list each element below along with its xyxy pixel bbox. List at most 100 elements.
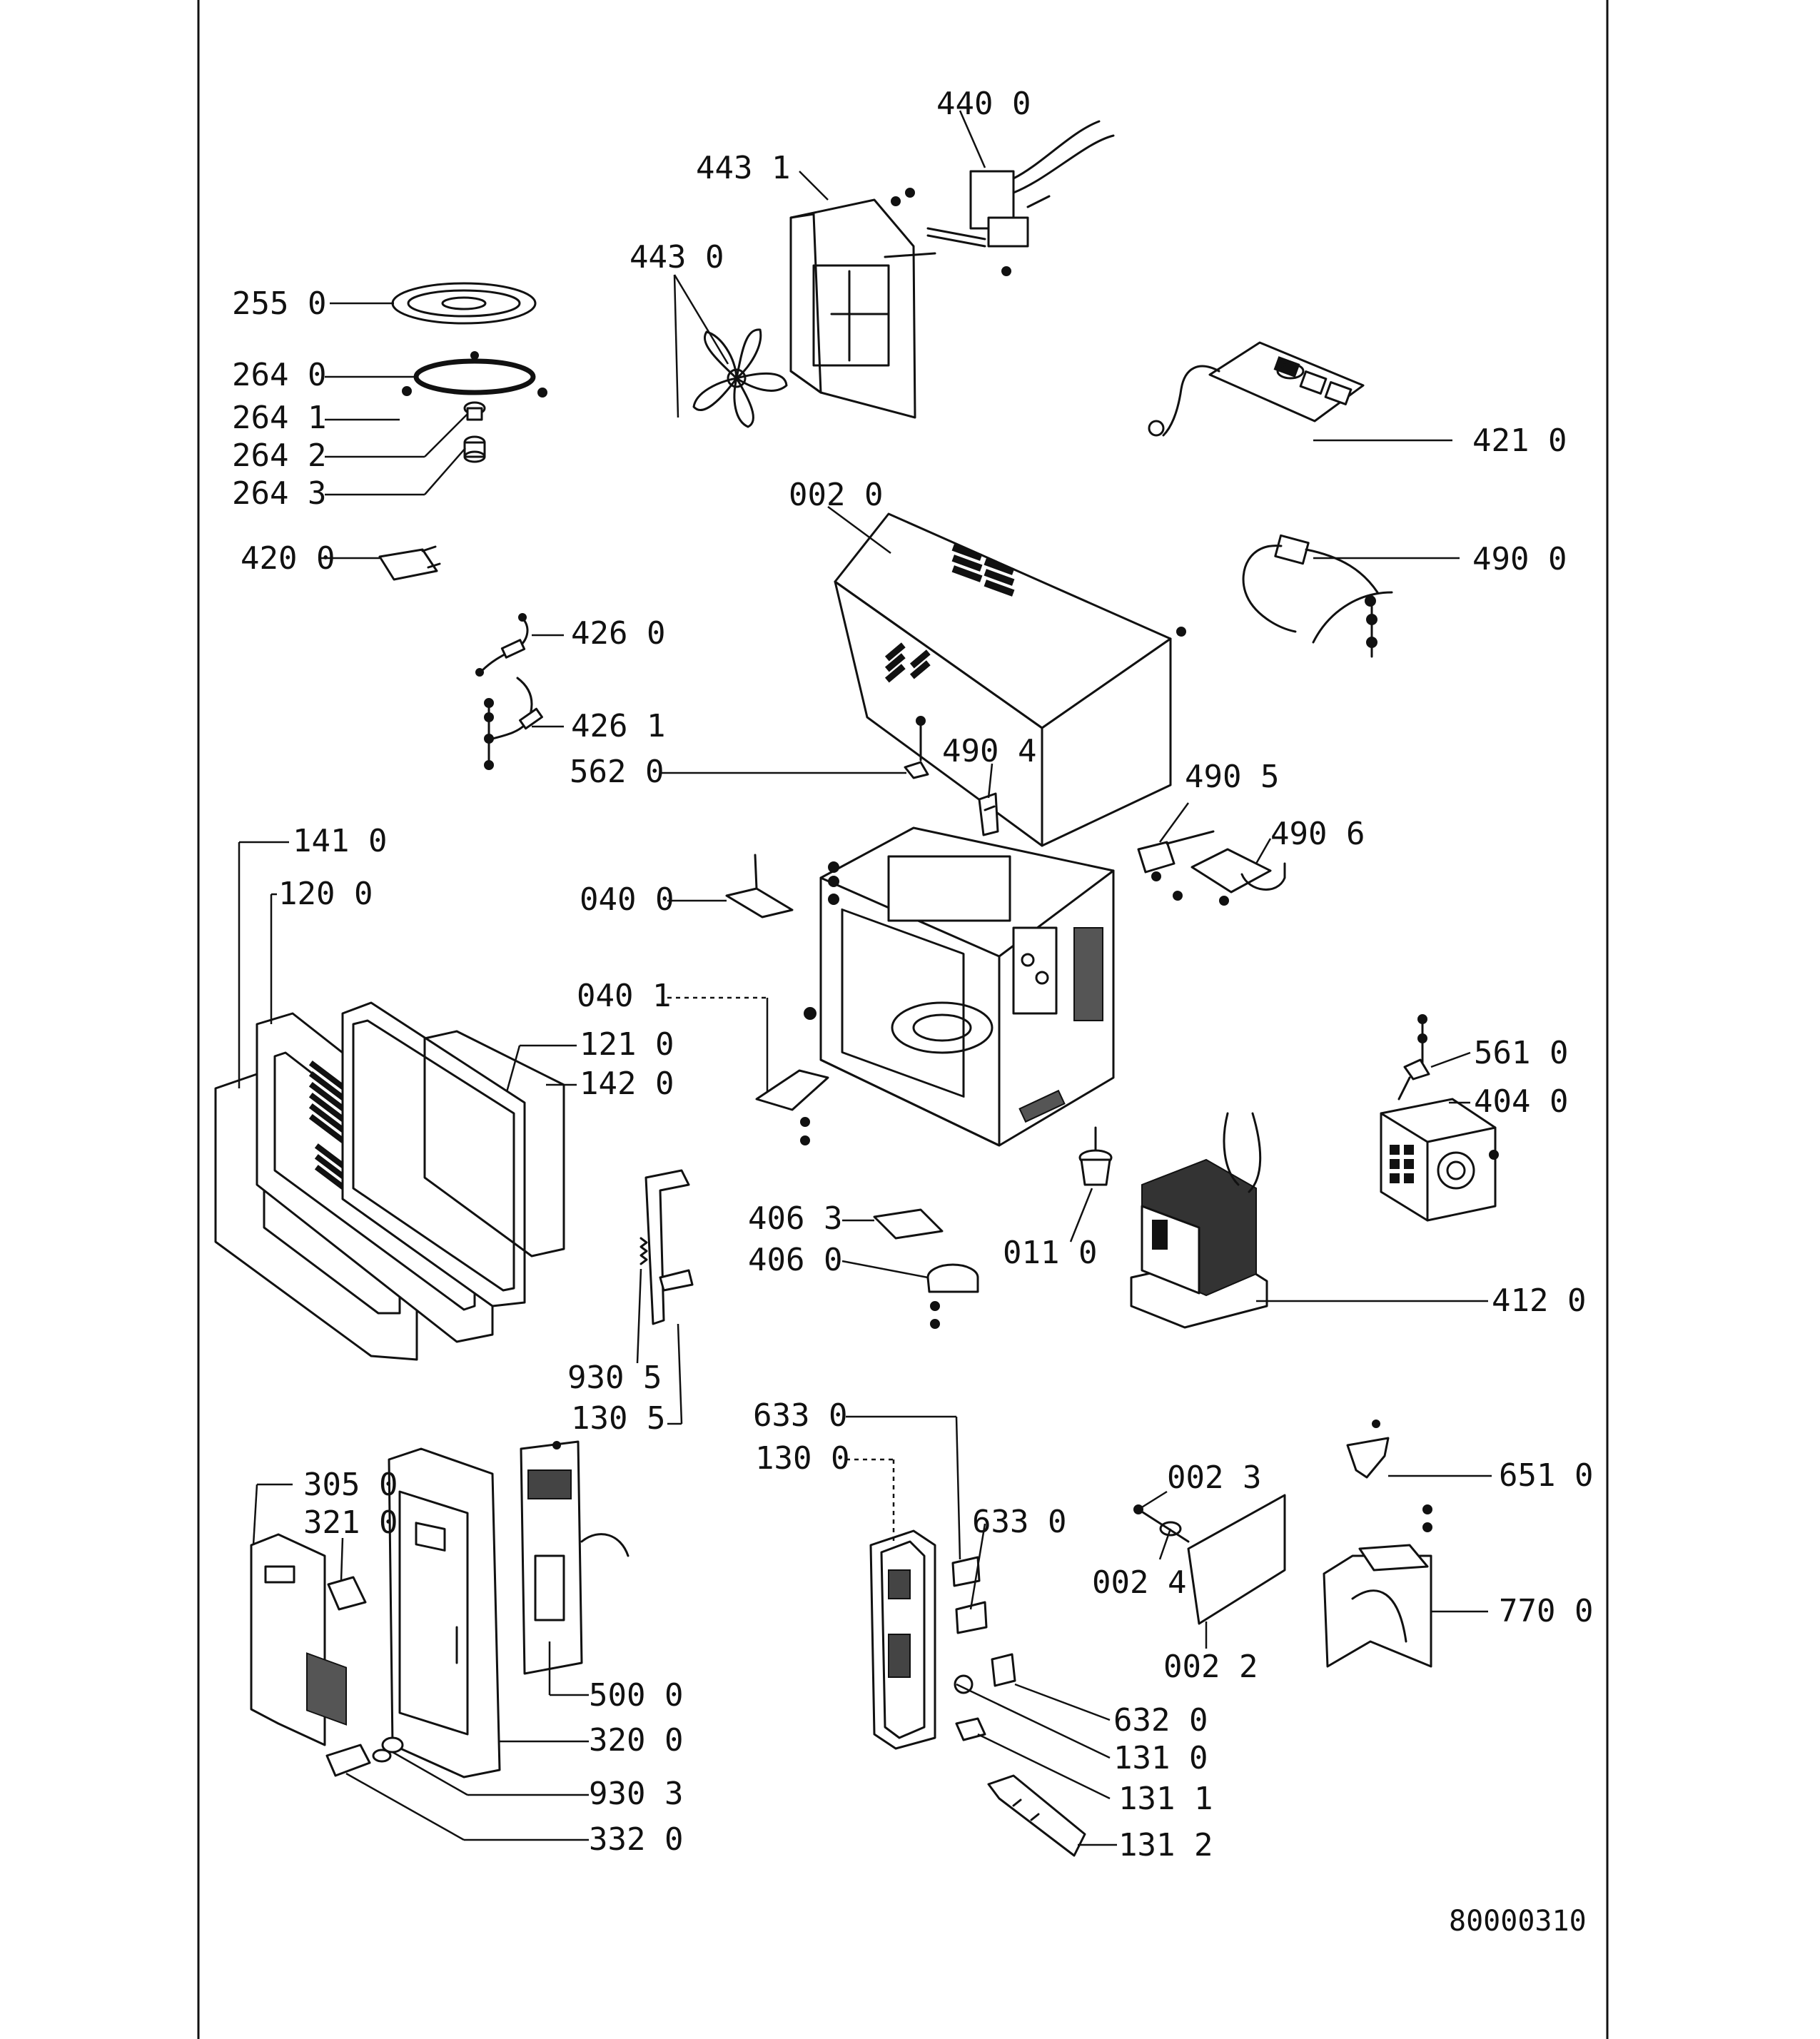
part-label-440-0: 440 0	[936, 86, 1031, 122]
fuse-harness-drawing	[484, 677, 543, 770]
cavity-bracket-040-1-drawing	[755, 1069, 829, 1145]
screw-bracket-562-drawing	[904, 716, 929, 779]
part-label-930-5: 930 5	[567, 1360, 662, 1396]
part-label-131-2: 131 2	[1118, 1827, 1213, 1863]
control-board-drawing	[520, 1440, 630, 1675]
part-label-490-6: 490 6	[1270, 816, 1365, 852]
part-label-264-3: 264 3	[232, 475, 326, 512]
part-label-002-0: 002 0	[789, 477, 883, 513]
fan-blade-drawing	[692, 328, 788, 428]
part-label-040-1: 040 1	[577, 978, 671, 1014]
part-label-142-0: 142 0	[580, 1066, 674, 1102]
part-label-002-3: 002 3	[1167, 1459, 1261, 1496]
part-label-633-0-lower: 633 0	[972, 1504, 1066, 1540]
fan-motor-drawing	[891, 120, 1115, 276]
door-window-drawing	[423, 1030, 565, 1258]
part-label-426-0: 426 0	[571, 615, 665, 652]
part-label-930-3: 930 3	[589, 1776, 683, 1812]
button-930-3-drawing	[372, 1736, 404, 1763]
part-label-632-0: 632 0	[1113, 1702, 1208, 1739]
lamp-holder-drawing	[1323, 1504, 1432, 1668]
part-label-120-0: 120 0	[278, 876, 373, 912]
part-label-131-0: 131 0	[1113, 1740, 1208, 1776]
part-label-002-2: 002 2	[1163, 1649, 1258, 1685]
part-labels: 440 0 443 1 443 0 255 0 264 0 264 1 264 …	[232, 86, 1593, 1938]
control-panel-frame-drawing	[388, 1447, 501, 1779]
drawing-number: 80000310	[1449, 1905, 1587, 1938]
part-label-633-0-upper: 633 0	[753, 1397, 847, 1434]
part-label-562-0: 562 0	[570, 754, 664, 790]
control-panel-overlay-drawing	[250, 1533, 347, 1746]
part-label-332-0: 332 0	[589, 1821, 683, 1858]
magnetron-bracket-561-drawing	[1403, 1014, 1430, 1081]
cavity-bracket-040-0-drawing	[725, 854, 794, 919]
part-label-420-0: 420 0	[241, 540, 335, 577]
diode-harness-drawing	[475, 613, 529, 677]
noise-filter-board-drawing	[1148, 341, 1365, 437]
switch-bracket-490-4-drawing	[978, 792, 999, 836]
part-label-406-3: 406 3	[748, 1200, 842, 1237]
part-label-131-1: 131 1	[1118, 1781, 1213, 1817]
part-label-320-0: 320 0	[589, 1722, 683, 1759]
part-label-011-0: 011 0	[1003, 1235, 1097, 1271]
part-label-770-0: 770 0	[1499, 1593, 1593, 1629]
coupler-drawing	[463, 401, 486, 421]
part-label-421-0: 421 0	[1472, 423, 1567, 459]
oven-cavity-drawing	[804, 826, 1115, 1147]
part-label-121-0: 121 0	[580, 1026, 674, 1063]
part-label-561-0: 561 0	[1474, 1035, 1568, 1071]
part-label-651-0: 651 0	[1499, 1457, 1593, 1494]
part-label-490-0: 490 0	[1472, 541, 1567, 577]
turntable-motor-drawing	[926, 1263, 979, 1329]
part-label-305-0: 305 0	[303, 1467, 398, 1503]
oven-lamp-drawing	[1346, 1420, 1390, 1479]
part-label-264-1: 264 1	[232, 400, 326, 436]
part-label-264-0: 264 0	[232, 357, 326, 393]
part-label-490-5: 490 5	[1185, 759, 1279, 795]
latch-bar-131-2-drawing	[987, 1774, 1086, 1857]
magnetron-drawing	[1380, 1076, 1499, 1222]
mounting-bracket-490-6-drawing	[1190, 848, 1286, 906]
part-label-426-1: 426 1	[571, 708, 665, 744]
part-label-141-0: 141 0	[293, 823, 387, 859]
part-label-443-1: 443 1	[696, 150, 790, 186]
latch-spring-drawing	[639, 1237, 648, 1265]
roller-ring-drawing	[402, 351, 547, 398]
part-label-040-0: 040 0	[580, 881, 674, 918]
part-label-264-2: 264 2	[232, 437, 326, 474]
choke-frame-drawing	[341, 1001, 526, 1307]
part-label-255-0: 255 0	[232, 285, 326, 322]
power-cord-drawing	[1242, 534, 1393, 658]
switch-holder-drawing	[869, 1529, 936, 1750]
part-label-412-0: 412 0	[1492, 1282, 1586, 1319]
microswitch-633-0a-drawing	[951, 1556, 981, 1587]
cover-screw-drawing	[1133, 1504, 1190, 1543]
turntable-plate-drawing	[391, 282, 537, 325]
part-label-404-0: 404 0	[1474, 1083, 1568, 1120]
part-label-443-0: 443 0	[630, 239, 724, 275]
hv-transformer-drawing	[1130, 1112, 1268, 1329]
stirrer-motor-drawing	[1078, 1126, 1113, 1186]
cord-clamp-490-5-drawing	[1137, 830, 1215, 901]
part-label-490-4: 490 4	[942, 733, 1036, 769]
push-button-332-drawing	[325, 1744, 371, 1777]
lever-131-0-drawing	[954, 1674, 974, 1694]
part-label-130-0: 130 0	[755, 1440, 849, 1477]
part-label-130-5: 130 5	[571, 1400, 665, 1437]
window-lens-321-drawing	[327, 1576, 367, 1611]
part-label-500-0: 500 0	[589, 1677, 683, 1714]
capacitor-drawing	[378, 545, 441, 581]
leader-lines	[238, 110, 1492, 1846]
part-label-321-0: 321 0	[303, 1504, 398, 1541]
outer-casing-drawing	[834, 512, 1186, 847]
fan-bracket-drawing	[789, 198, 936, 419]
latch-rod-drawing	[644, 1169, 694, 1325]
cover-plate-drawing	[1187, 1494, 1286, 1625]
lever-131-1-drawing	[955, 1717, 986, 1741]
microswitch-632-drawing	[991, 1653, 1016, 1687]
part-label-002-4: 002 4	[1092, 1564, 1186, 1601]
roller-support-drawing	[463, 435, 486, 463]
microswitch-633-0b-drawing	[955, 1601, 988, 1634]
part-label-406-0: 406 0	[748, 1242, 842, 1278]
